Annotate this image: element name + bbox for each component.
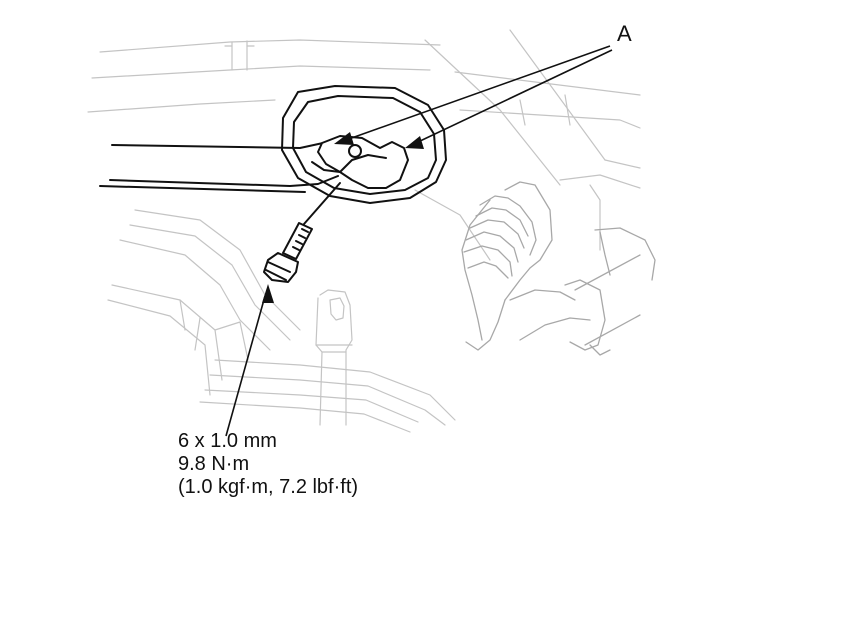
wiper-link-arm xyxy=(99,135,409,193)
pivot-grommet xyxy=(281,85,447,204)
leader-bolt xyxy=(225,295,266,437)
background-structure xyxy=(87,29,656,433)
leader-a-lower xyxy=(417,49,613,143)
mounting-bolt xyxy=(263,182,341,283)
leader-a-lower-arrowhead xyxy=(405,136,424,149)
bolt-spec-callout: 6 x 1.0 mm 9.8 N·m (1.0 kgf·m, 7.2 lbf·f… xyxy=(178,430,358,499)
callout-leaders xyxy=(225,45,613,437)
leader-a-upper-arrowhead xyxy=(334,132,354,145)
bolt-size-text: 6 x 1.0 mm xyxy=(178,430,277,452)
bolt-torque-alt-text: (1.0 kgf·m, 7.2 lbf·ft) xyxy=(178,476,359,498)
callout-label-a: A xyxy=(617,21,632,46)
bolt-torque-text: 9.8 N·m xyxy=(178,453,250,475)
leader-bolt-arrowhead xyxy=(262,284,274,303)
leader-a-upper xyxy=(345,45,611,141)
